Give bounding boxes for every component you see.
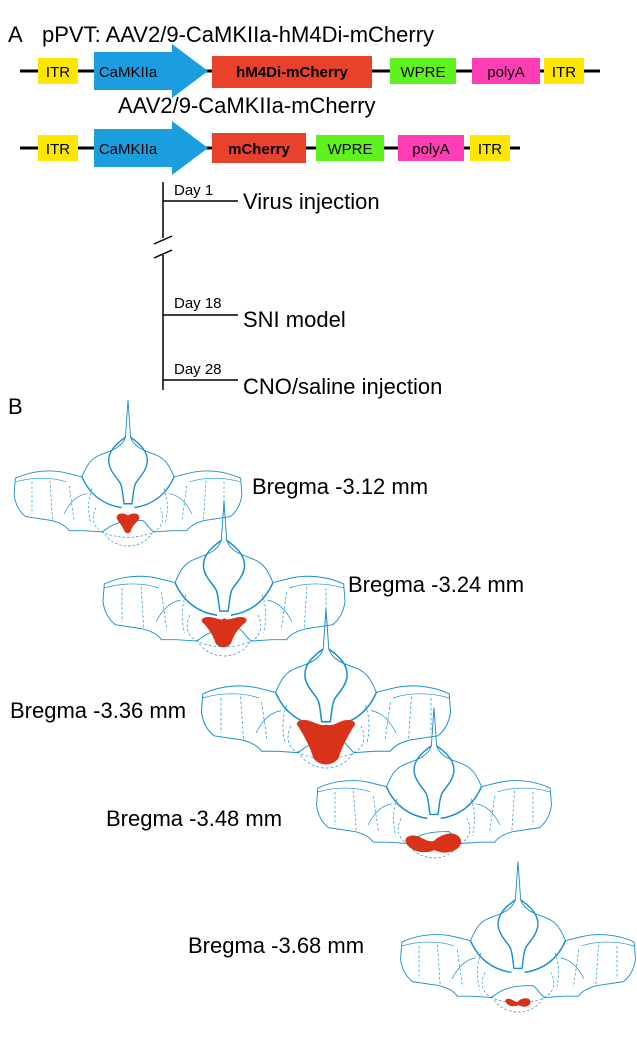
construct1-element-itr: ITR	[46, 64, 70, 81]
timeline-day-3: Day 28	[174, 361, 222, 378]
pvt-lesion-2	[201, 617, 247, 648]
camkiia-promoter-arrow	[94, 44, 208, 98]
pvt-lesion-5	[505, 998, 531, 1007]
construct2-element-transgene: mCherry	[228, 141, 290, 158]
construct2-element-camkiia: CaMKIIa	[99, 141, 158, 158]
timeline-break-mark	[153, 235, 173, 245]
pvt-lesion-4	[405, 833, 462, 853]
construct2-element-itr2: ITR	[478, 141, 502, 158]
panel-b-letter: B	[8, 394, 23, 419]
construct1-element-camkiia: CaMKIIa	[99, 64, 158, 81]
wpre-box-2	[316, 135, 384, 161]
timeline-event-2: SNI model	[243, 307, 346, 332]
mcherry-box	[212, 133, 306, 163]
timeline-event-3: CNO/saline injection	[243, 374, 442, 399]
section-label-1: Bregma -3.12 mm	[252, 474, 428, 499]
itr-right-box-2	[470, 135, 510, 161]
section-label-3: Bregma -3.36 mm	[10, 698, 186, 723]
itr-left-box-2	[38, 135, 78, 161]
section-label-5: Bregma -3.68 mm	[188, 933, 364, 958]
hm4di-mcherry-box	[212, 56, 372, 88]
construct1-title: pPVT: AAV2/9-CaMKIIa-hM4Di-mCherry	[42, 22, 434, 47]
construct1-element-transgene: hM4Di-mCherry	[236, 64, 348, 81]
brain-section-2	[102, 500, 346, 657]
camkiia-promoter-arrow-2	[94, 121, 208, 175]
itr-left-box	[38, 58, 78, 84]
brain-section-4	[315, 706, 553, 859]
construct2-element-wpre: WPRE	[328, 141, 373, 158]
construct2-map: ITR CaMKIIa mCherry WPRE polyA ITR	[20, 121, 520, 175]
polya-box	[472, 58, 540, 84]
timeline-day-1: Day 1	[174, 182, 213, 199]
brain-section-1	[13, 399, 243, 547]
pvt-lesion-3	[296, 720, 356, 765]
section-label-4: Bregma -3.48 mm	[106, 806, 282, 831]
construct2-title: AAV2/9-CaMKIIa-mCherry	[118, 93, 376, 118]
itr-right-box	[544, 58, 584, 84]
construct2-element-polya: polyA	[412, 141, 450, 158]
construct1-element-itr2: ITR	[552, 64, 576, 81]
brain-section-3	[200, 607, 452, 769]
panel-a-letter: A	[8, 22, 23, 47]
wpre-box	[390, 58, 456, 84]
construct1-map: ITR CaMKIIa hM4Di-mCherry WPRE polyA ITR	[20, 44, 600, 98]
brain-section-5	[399, 860, 637, 1013]
construct2-element-itr: ITR	[46, 141, 70, 158]
construct1-element-wpre: WPRE	[401, 64, 446, 81]
timeline: Day 1 Virus injection Day 18 SNI model D…	[153, 182, 442, 399]
timeline-event-1: Virus injection	[243, 189, 380, 214]
section-label-2: Bregma -3.24 mm	[348, 572, 524, 597]
timeline-day-2: Day 18	[174, 295, 222, 312]
polya-box-2	[398, 135, 464, 161]
pvt-lesion-1	[116, 513, 140, 534]
construct1-element-polya: polyA	[487, 64, 525, 81]
